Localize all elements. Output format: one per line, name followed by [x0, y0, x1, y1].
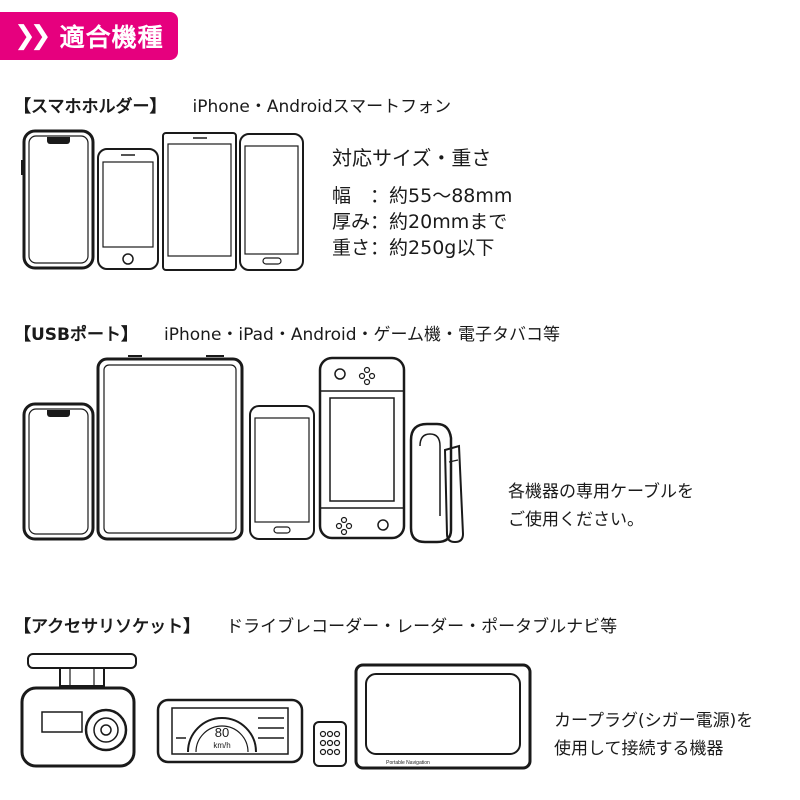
note-line: 各機器の専用ケーブルを — [508, 482, 694, 502]
android-phone-slim-icon — [239, 133, 304, 271]
android-phone-icon — [162, 132, 237, 271]
remote-control-icon — [313, 721, 347, 767]
spec-label: 重さ： — [332, 237, 390, 259]
portable-navigation-icon — [354, 663, 532, 770]
spec-title: 対応サイズ・重さ — [332, 146, 492, 170]
tablet-icon — [96, 355, 244, 541]
section-desc: ドライブレコーダー・レーダー・ポータブルナビ等 — [226, 617, 618, 637]
banner-title: 適合機種 — [59, 23, 164, 52]
smartphone-home-button-icon — [97, 148, 159, 270]
e-cigarette-icon — [409, 422, 465, 544]
section-tag: 【USBポート】 — [14, 325, 139, 345]
spec-row-thickness: 厚み：約20mmまで — [332, 209, 512, 235]
spec-label: 厚み： — [332, 211, 390, 233]
navi-label: Portable Navigation — [386, 760, 430, 766]
section-tag: 【スマホホルダー】 — [14, 97, 167, 117]
radar-detector-icon — [156, 698, 304, 764]
spec-value: 約250g以下 — [389, 237, 495, 259]
section-title-phone-holder: 【スマホホルダー】 iPhone・Androidスマートフォン — [14, 92, 451, 117]
radar-speed-unit: km/h — [213, 741, 230, 750]
spec-row-weight: 重さ：約250g以下 — [332, 235, 512, 261]
section-title-usb-port: 【USBポート】 iPhone・iPad・Android・ゲーム機・電子タバコ等 — [14, 320, 560, 345]
note-line: ご使用ください。 — [508, 510, 644, 530]
spec-row-width: 幅 ：約55〜88mm — [332, 183, 512, 209]
compatible-devices-banner: ❯❯ 適合機種 — [0, 12, 178, 60]
radar-speed-value: 80 — [215, 725, 229, 740]
note-line: 使用して接続する機器 — [554, 739, 724, 759]
section-title-accessory-socket: 【アクセサリソケット】 ドライブレコーダー・レーダー・ポータブルナビ等 — [14, 612, 617, 637]
game-console-icon — [318, 356, 406, 540]
dashcam-icon — [20, 653, 137, 768]
android-phone-slim-icon — [249, 405, 315, 540]
spec-label: 幅 ： — [332, 185, 390, 207]
size-weight-spec: 対応サイズ・重さ 幅 ：約55〜88mm 厚み：約20mmまで 重さ：約250g… — [332, 145, 512, 261]
double-chevron-right-icon: ❯❯ — [14, 21, 51, 51]
car-plug-note: カープラグ(シガー電源)を 使用して接続する機器 — [554, 707, 753, 763]
note-line: カープラグ(シガー電源)を — [554, 711, 754, 731]
smartphone-notch-icon — [21, 129, 95, 270]
spec-value: 約55〜88mm — [389, 185, 513, 207]
usb-cable-note: 各機器の専用ケーブルを ご使用ください。 — [508, 478, 694, 534]
smartphone-notch-icon — [22, 402, 95, 541]
spec-value: 約20mmまで — [389, 211, 508, 233]
section-desc: iPhone・Androidスマートフォン — [192, 97, 452, 117]
section-desc: iPhone・iPad・Android・ゲーム機・電子タバコ等 — [164, 325, 561, 345]
section-tag: 【アクセサリソケット】 — [14, 617, 201, 637]
